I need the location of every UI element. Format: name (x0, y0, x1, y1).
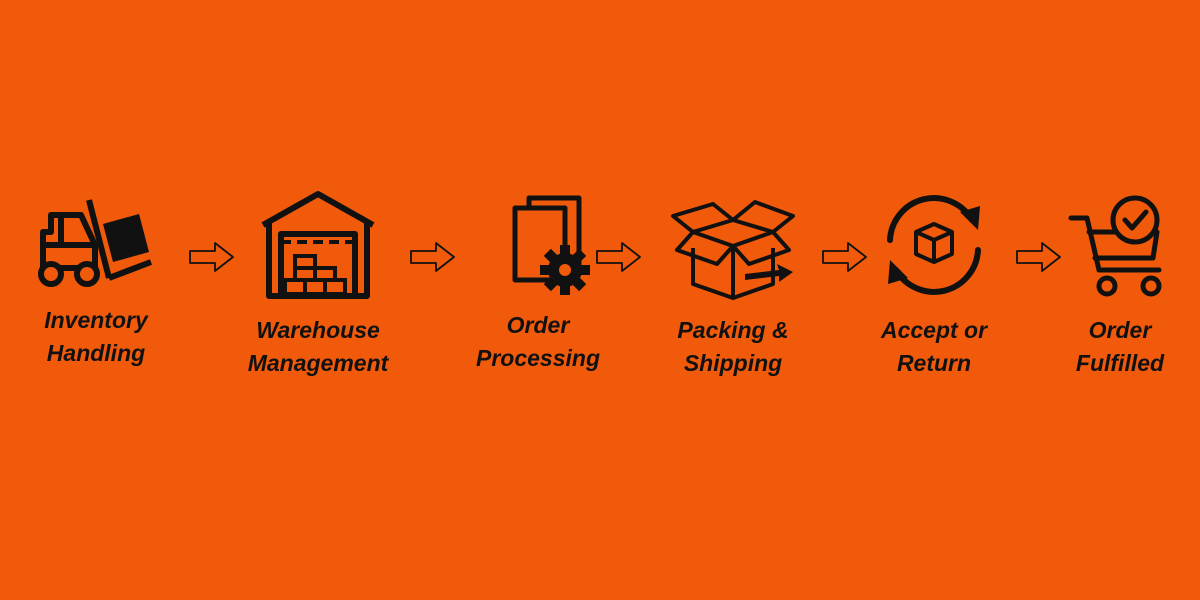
step-order-processing: Order Processing (448, 190, 628, 375)
open-box-icon (671, 200, 795, 300)
step-label: Inventory Handling (44, 307, 148, 366)
step-warehouse-management: Warehouse Management (228, 190, 408, 380)
right-arrow-icon (1016, 242, 1061, 272)
flow-arrow (594, 240, 644, 279)
right-arrow-icon (189, 242, 234, 272)
step-label: Order Fulfilled (1075, 317, 1165, 376)
cart-check-icon (1068, 195, 1162, 297)
flow-arrow (187, 240, 237, 279)
right-arrow-icon (822, 242, 867, 272)
warehouse-icon (261, 191, 375, 299)
cycle-box-icon (887, 195, 981, 295)
flow-arrow (820, 240, 870, 279)
right-arrow-icon (596, 242, 641, 272)
forklift-icon (38, 199, 153, 287)
step-inventory-handling: Inventory Handling (6, 190, 186, 370)
step-label: Packing & Shipping (677, 317, 789, 376)
step-label: Warehouse Management (247, 317, 389, 376)
step-label: Accept or Return (880, 317, 988, 376)
right-arrow-icon (410, 242, 455, 272)
document-gear-icon (512, 195, 590, 295)
step-order-fulfilled: Order Fulfilled (1030, 190, 1200, 380)
flow-arrow (408, 240, 458, 279)
step-label: Order Processing (476, 312, 600, 371)
step-packing-shipping: Packing & Shipping (643, 190, 823, 380)
step-accept-return: Accept or Return (844, 190, 1024, 380)
flow-arrow (1014, 240, 1064, 279)
